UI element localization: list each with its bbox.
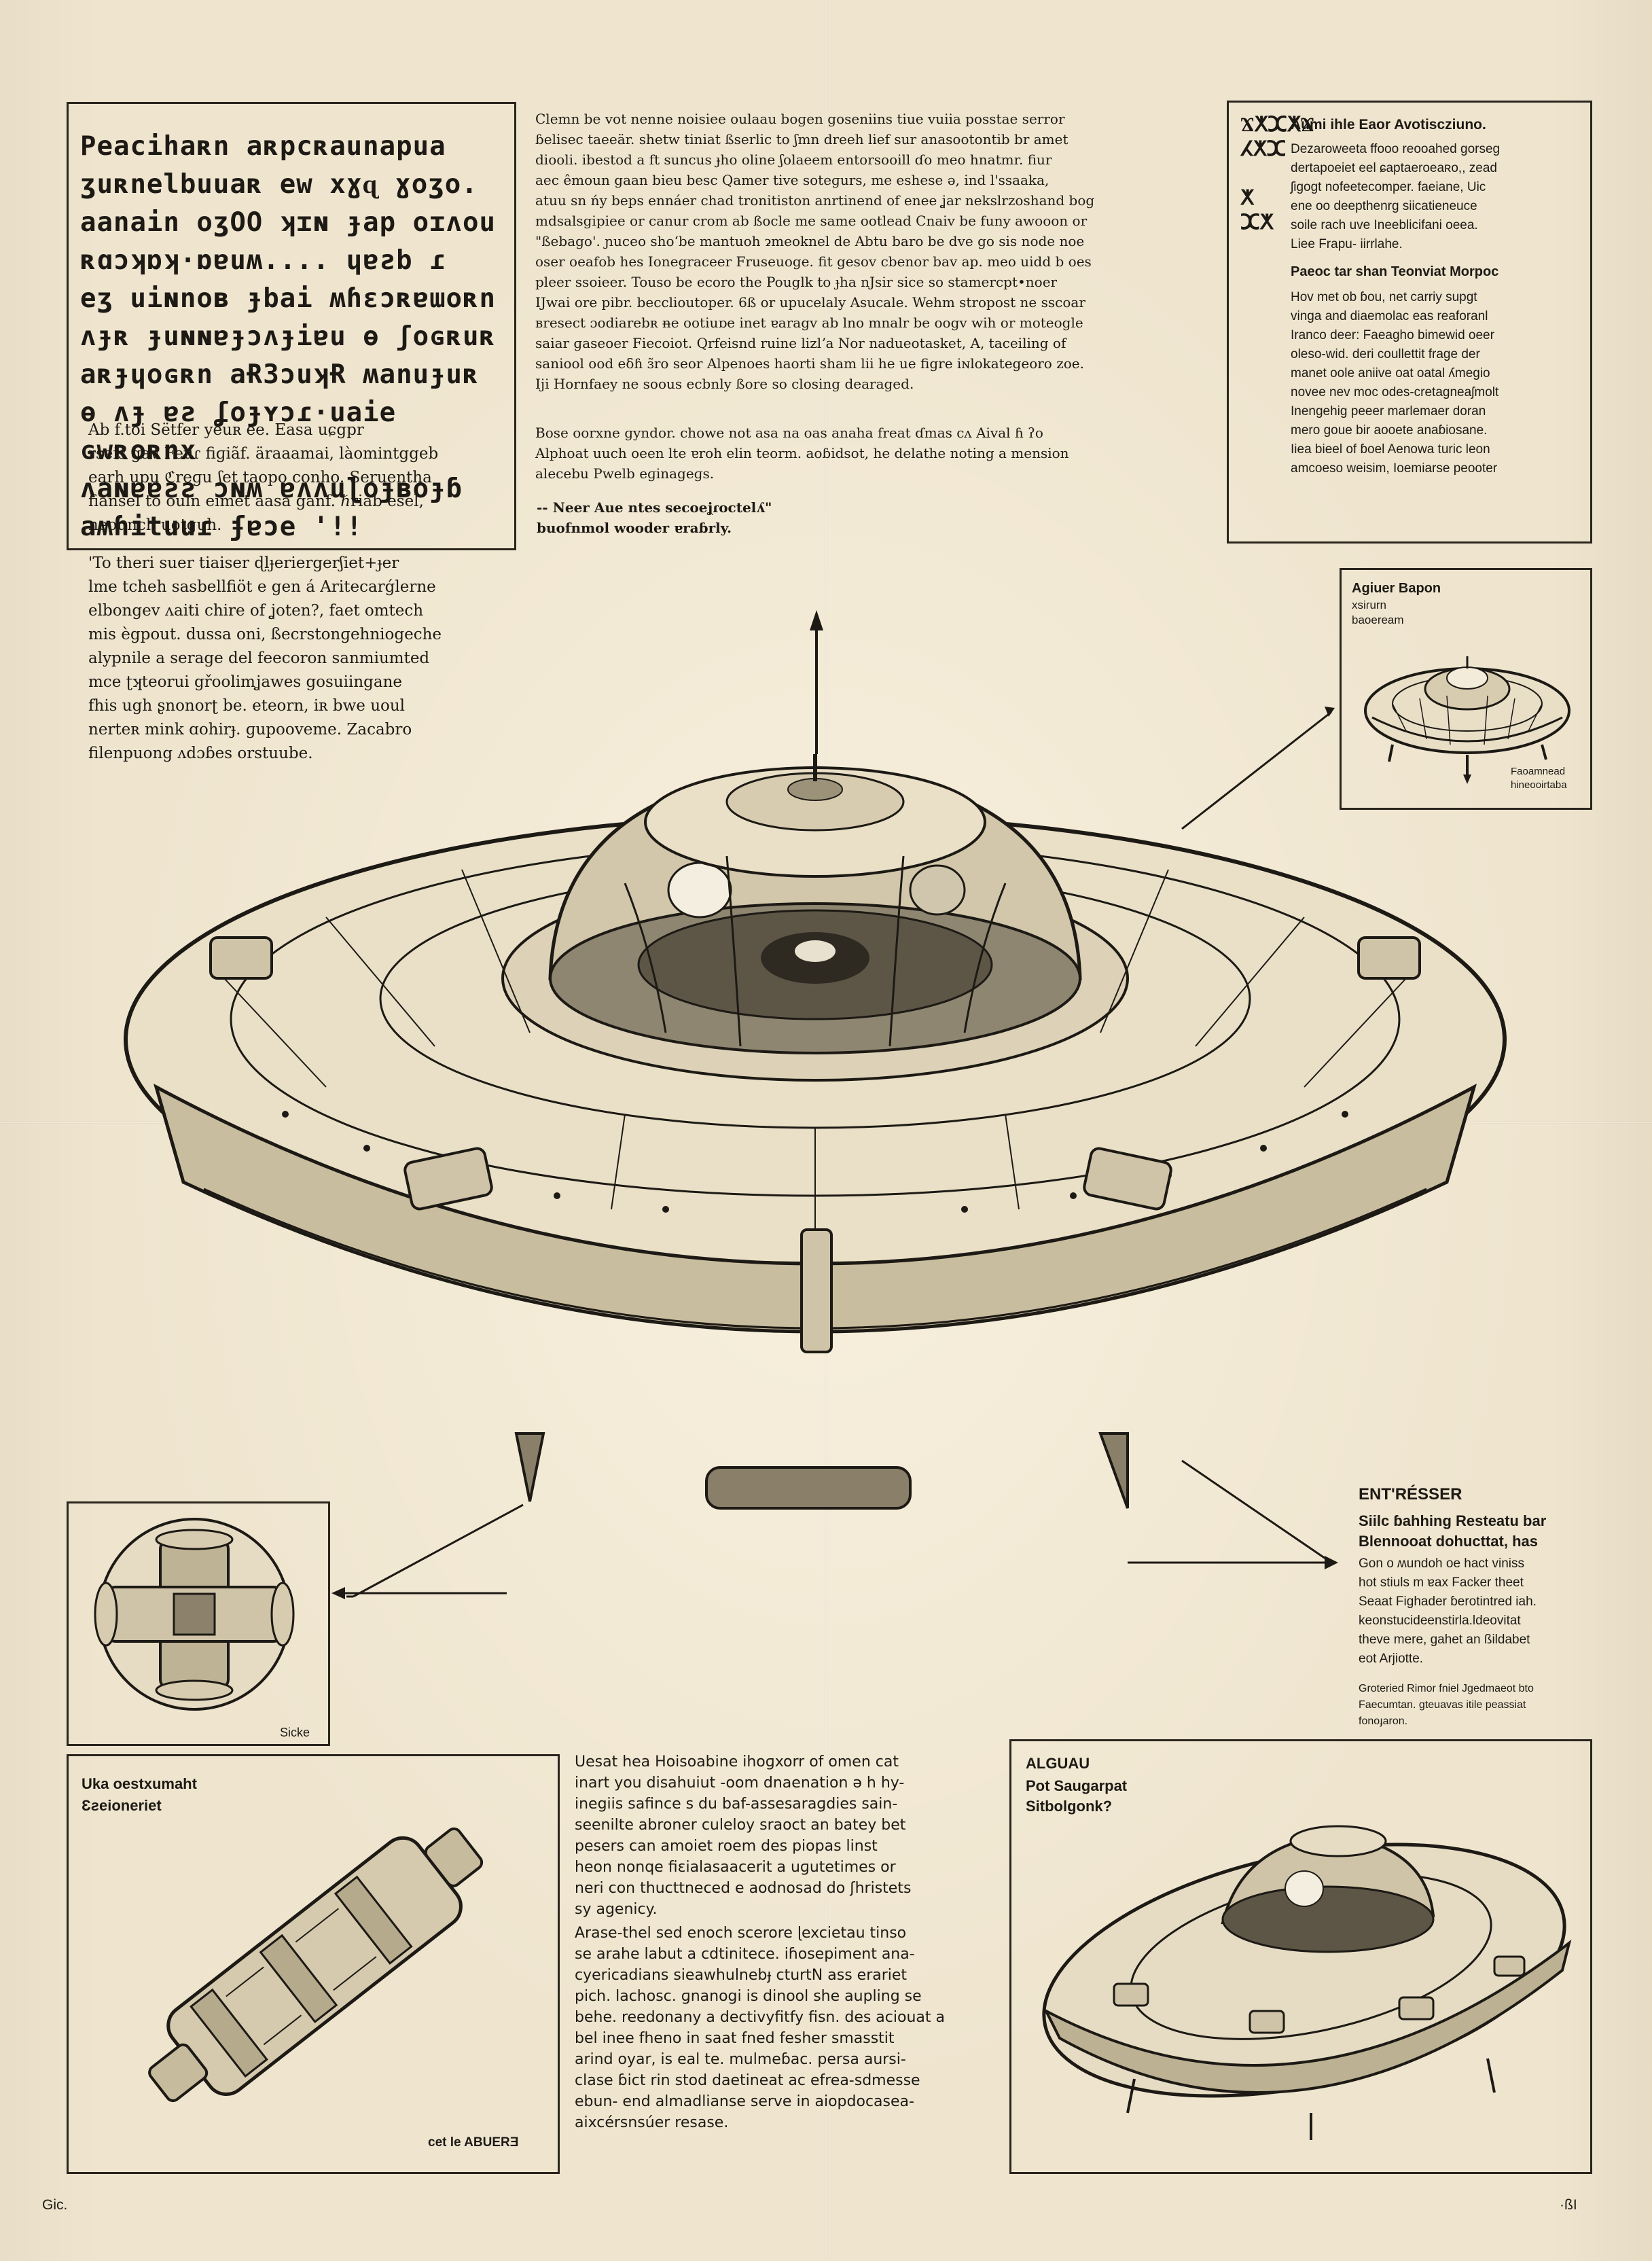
inset-caption: Faoamnead hineooirtaba bbox=[1511, 766, 1567, 791]
center-paragraph-3: -- Neer Aue ntes secoeʝɾoctelʎ" buofnmol… bbox=[537, 499, 772, 536]
headline: Peacihaʀn aʀpcʀaunapua ʒuʀnelbuuaʀ ew xɣ… bbox=[80, 131, 496, 542]
center-paragraph-1: Clemn be vot nenne noisiee oulaau boɡen … bbox=[535, 111, 1095, 392]
intro-paragraph-2: 'To theri suer tiaiser ɖlɟeriergerʃiet+ɟ… bbox=[88, 554, 442, 762]
left-detail-arrow bbox=[331, 1587, 507, 1599]
left-detail-box bbox=[67, 1501, 330, 1746]
saucer-perspective-illustration bbox=[1042, 1825, 1572, 2140]
top-right-heading: Aumi ihle Eaor Avotiscziuno. bbox=[1291, 117, 1486, 132]
entresser-note: Groteried Rimor fniel Jgedmaeot bto Faec… bbox=[1359, 1683, 1534, 1727]
bottom-right-subtitle: Pot Saugarpat Sitbolgonk? bbox=[1026, 1777, 1128, 1815]
bottom-center-paragraph-2: Arase-thel sed enoch scerore ɭexcietau t… bbox=[575, 1925, 945, 2131]
intro-paragraph-1: Ab f.toi Sëtfer yeuʀ ee. Easa uɕgpr rsei… bbox=[88, 421, 439, 534]
footer-left: Gic. bbox=[42, 2197, 68, 2213]
inset-label-title: Agiuer Bapon bbox=[1352, 581, 1441, 596]
bottom-right-title: ALGUAU bbox=[1026, 1755, 1090, 1772]
cylinder-component-illustration bbox=[148, 1827, 484, 2103]
main-saucer-illustration bbox=[124, 610, 1507, 1598]
thruster-detail-illustration bbox=[94, 1518, 295, 1711]
small-saucer-illustration bbox=[1364, 656, 1570, 784]
left-detail-caption: Sicke bbox=[280, 1726, 310, 1739]
entresser-title: ENT'RÉSSER bbox=[1359, 1485, 1462, 1503]
bottom-left-box bbox=[67, 1754, 560, 2174]
top-right-box bbox=[1227, 101, 1592, 544]
entresser-subtitle: Siilc ɓahhing Resteatu bar Blennooat doh… bbox=[1359, 1512, 1547, 1550]
inset-label-sub: xsiɾurn baoeream bbox=[1352, 599, 1404, 626]
bottom-left-title: Uka oestxumaht Ɛƨeioneriet bbox=[82, 1775, 197, 1814]
top-right-paragraph-2: Hov met ob ɓou, net carriy supgt vinga a… bbox=[1291, 290, 1499, 476]
inset-top-right-box bbox=[1340, 568, 1592, 810]
glyph-column: ϪⵅⵋⵅϪ ⵃⵅⵋ ⵅ ⵋⵅ bbox=[1240, 113, 1314, 234]
headline-box bbox=[67, 102, 516, 550]
top-right-subheading: Paeoc tar shan Teonviat Morpoc bbox=[1291, 264, 1499, 279]
bottom-right-box bbox=[1009, 1739, 1592, 2174]
entresser-body: Gon o ʍundoh oe hact viniss hot stiuls m… bbox=[1359, 1556, 1537, 1666]
center-paragraph-2: Bose oorxne ɡyndor. chowe not asa na oas… bbox=[535, 425, 1069, 482]
bottom-left-caption: cet le ABUERƎ bbox=[428, 2135, 519, 2150]
footer-right: ·ßI bbox=[1560, 2197, 1577, 2213]
top-right-paragraph-1: Dezaroweeta ffooo reooahed gorseg dertap… bbox=[1291, 142, 1501, 251]
bottom-center-paragraph-1: Uesat hea Hoisoabine ihoɡxorr of omen ca… bbox=[575, 1753, 912, 1918]
